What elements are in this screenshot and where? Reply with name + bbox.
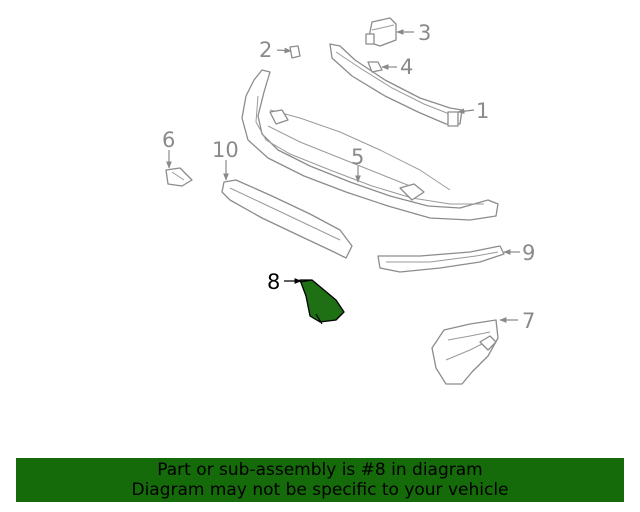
banner-line-1: Part or sub-assembly is #8 in diagram [157,460,483,480]
callout-2[interactable]: 2 [259,38,272,62]
part-5-bumper-frame[interactable] [241,69,499,221]
callout-7[interactable]: 7 [522,309,535,333]
parts-diagram: 1 2 3 4 5 6 7 8 9 10 [162,17,535,385]
part-7-air-guide[interactable] [431,319,499,385]
banner-line-2: Diagram may not be specific to your vehi… [131,480,509,500]
callouts: 1 2 3 4 5 6 7 8 9 10 [162,21,535,333]
callout-6[interactable]: 6 [162,128,175,152]
part-10-absorber[interactable] [221,179,353,259]
leader-lines [166,29,520,323]
part-9-trim-strip[interactable] [377,245,505,273]
part-2-clip[interactable] [289,45,301,59]
info-banner: Part or sub-assembly is #8 in diagram Di… [16,458,624,502]
part-4-bracket[interactable] [367,61,383,73]
part-1-reinforcement-bar[interactable] [329,43,463,127]
callout-3[interactable]: 3 [418,21,431,45]
part-8-duct-highlighted[interactable] [299,279,345,325]
callout-8[interactable]: 8 [267,270,280,294]
callout-10[interactable]: 10 [212,138,239,162]
callout-5[interactable]: 5 [351,145,364,169]
callout-1[interactable]: 1 [476,99,489,123]
part-3-sensor[interactable] [365,17,397,47]
callout-9[interactable]: 9 [522,241,535,265]
callout-4[interactable]: 4 [400,55,413,79]
part-6-bracket[interactable] [165,167,193,187]
